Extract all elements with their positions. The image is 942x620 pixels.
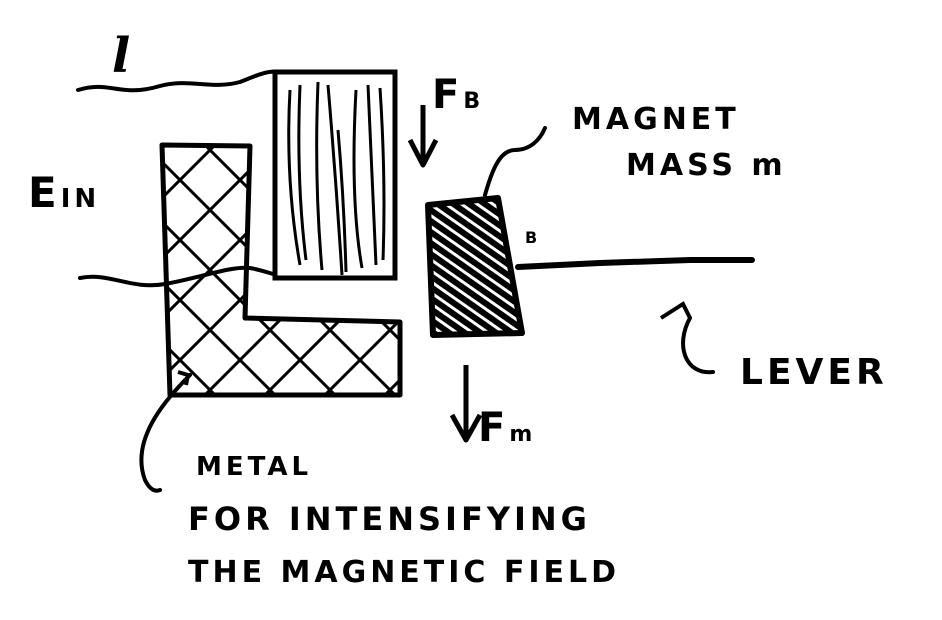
energy-in-subscript: IN [60,184,101,214]
energy-in-label: EIN [28,168,100,217]
wire-top [76,69,280,93]
pivot-point-label: B [525,228,542,247]
force-b-main: F [432,72,464,118]
lever-arm [515,257,755,270]
force-m-main: F [478,405,510,451]
metal-leader [139,373,192,493]
force-m-label: Fm [478,405,536,451]
force-b-arrow [407,105,439,168]
force-m-subscript: m [509,422,537,447]
force-m-arrow [449,365,483,443]
magnet-label: MAGNET [572,102,740,137]
metal-label-line1: METAL [196,452,313,482]
magnet-block [425,195,525,338]
coil-block [272,69,398,281]
energy-in-main: E [28,168,61,217]
force-b-label: FB [432,72,484,118]
magnet-leader [483,126,547,197]
lever-label: LEVER [740,352,888,393]
metal-label-line2: FOR INTENSIFYING [188,500,591,538]
metal-label-line3: THE MAGNETIC FIELD [188,555,621,590]
lever-pointer [681,316,715,375]
magnet-mass-label: MASS m [626,148,787,183]
wire-length-label: l [112,28,135,84]
force-b-subscript: B [463,89,485,114]
